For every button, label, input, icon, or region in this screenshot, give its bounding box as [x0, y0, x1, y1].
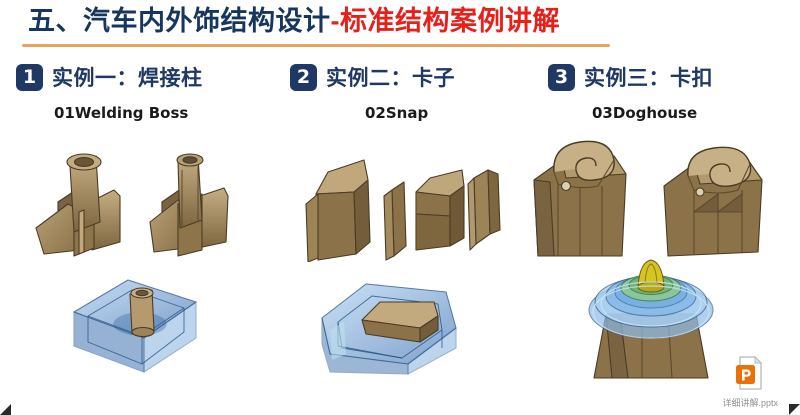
- corner-mark-bottom-left: [0, 404, 11, 415]
- section-title-3: 实例三：卡扣: [584, 67, 713, 90]
- title-underline-rule: [22, 44, 610, 47]
- figure-doghouse-parts: [518, 130, 788, 260]
- powerpoint-file-icon: [735, 355, 765, 395]
- section-header-2: 2 实例二：卡子: [290, 62, 455, 92]
- section-badge-3: 3: [548, 63, 575, 91]
- section-header-3: 3 实例三：卡扣: [548, 62, 713, 92]
- page-title-main: 五、汽车内外饰结构设计: [28, 6, 331, 36]
- figure-doghouse-assembly: [572, 256, 730, 380]
- section-title-1: 实例一：焊接柱: [52, 67, 203, 90]
- section-header-1: 1 实例一：焊接柱: [16, 62, 203, 92]
- figure-snap-parts: [292, 142, 506, 262]
- page-title: 五、汽车内外饰结构设计-标准结构案例讲解: [28, 4, 560, 38]
- corner-mark-bottom-right: [789, 404, 800, 415]
- section-badge-2: 2: [290, 63, 317, 91]
- figure-welding-boss-parts: [22, 130, 254, 258]
- section-english-2: 02Snap: [365, 104, 429, 122]
- file-watermark: 详细讲解.pptx: [722, 355, 778, 409]
- figure-snap-assembly: [296, 272, 492, 380]
- file-name-label: 详细讲解.pptx: [722, 398, 778, 408]
- section-english-1: 01Welding Boss: [54, 104, 189, 122]
- section-english-3: 03Doghouse: [592, 104, 698, 122]
- page-title-accent: -标准结构案例讲解: [330, 6, 560, 36]
- figure-welding-boss-assembly: [44, 268, 228, 380]
- section-title-2: 实例二：卡子: [326, 67, 455, 90]
- section-badge-1: 1: [16, 63, 43, 91]
